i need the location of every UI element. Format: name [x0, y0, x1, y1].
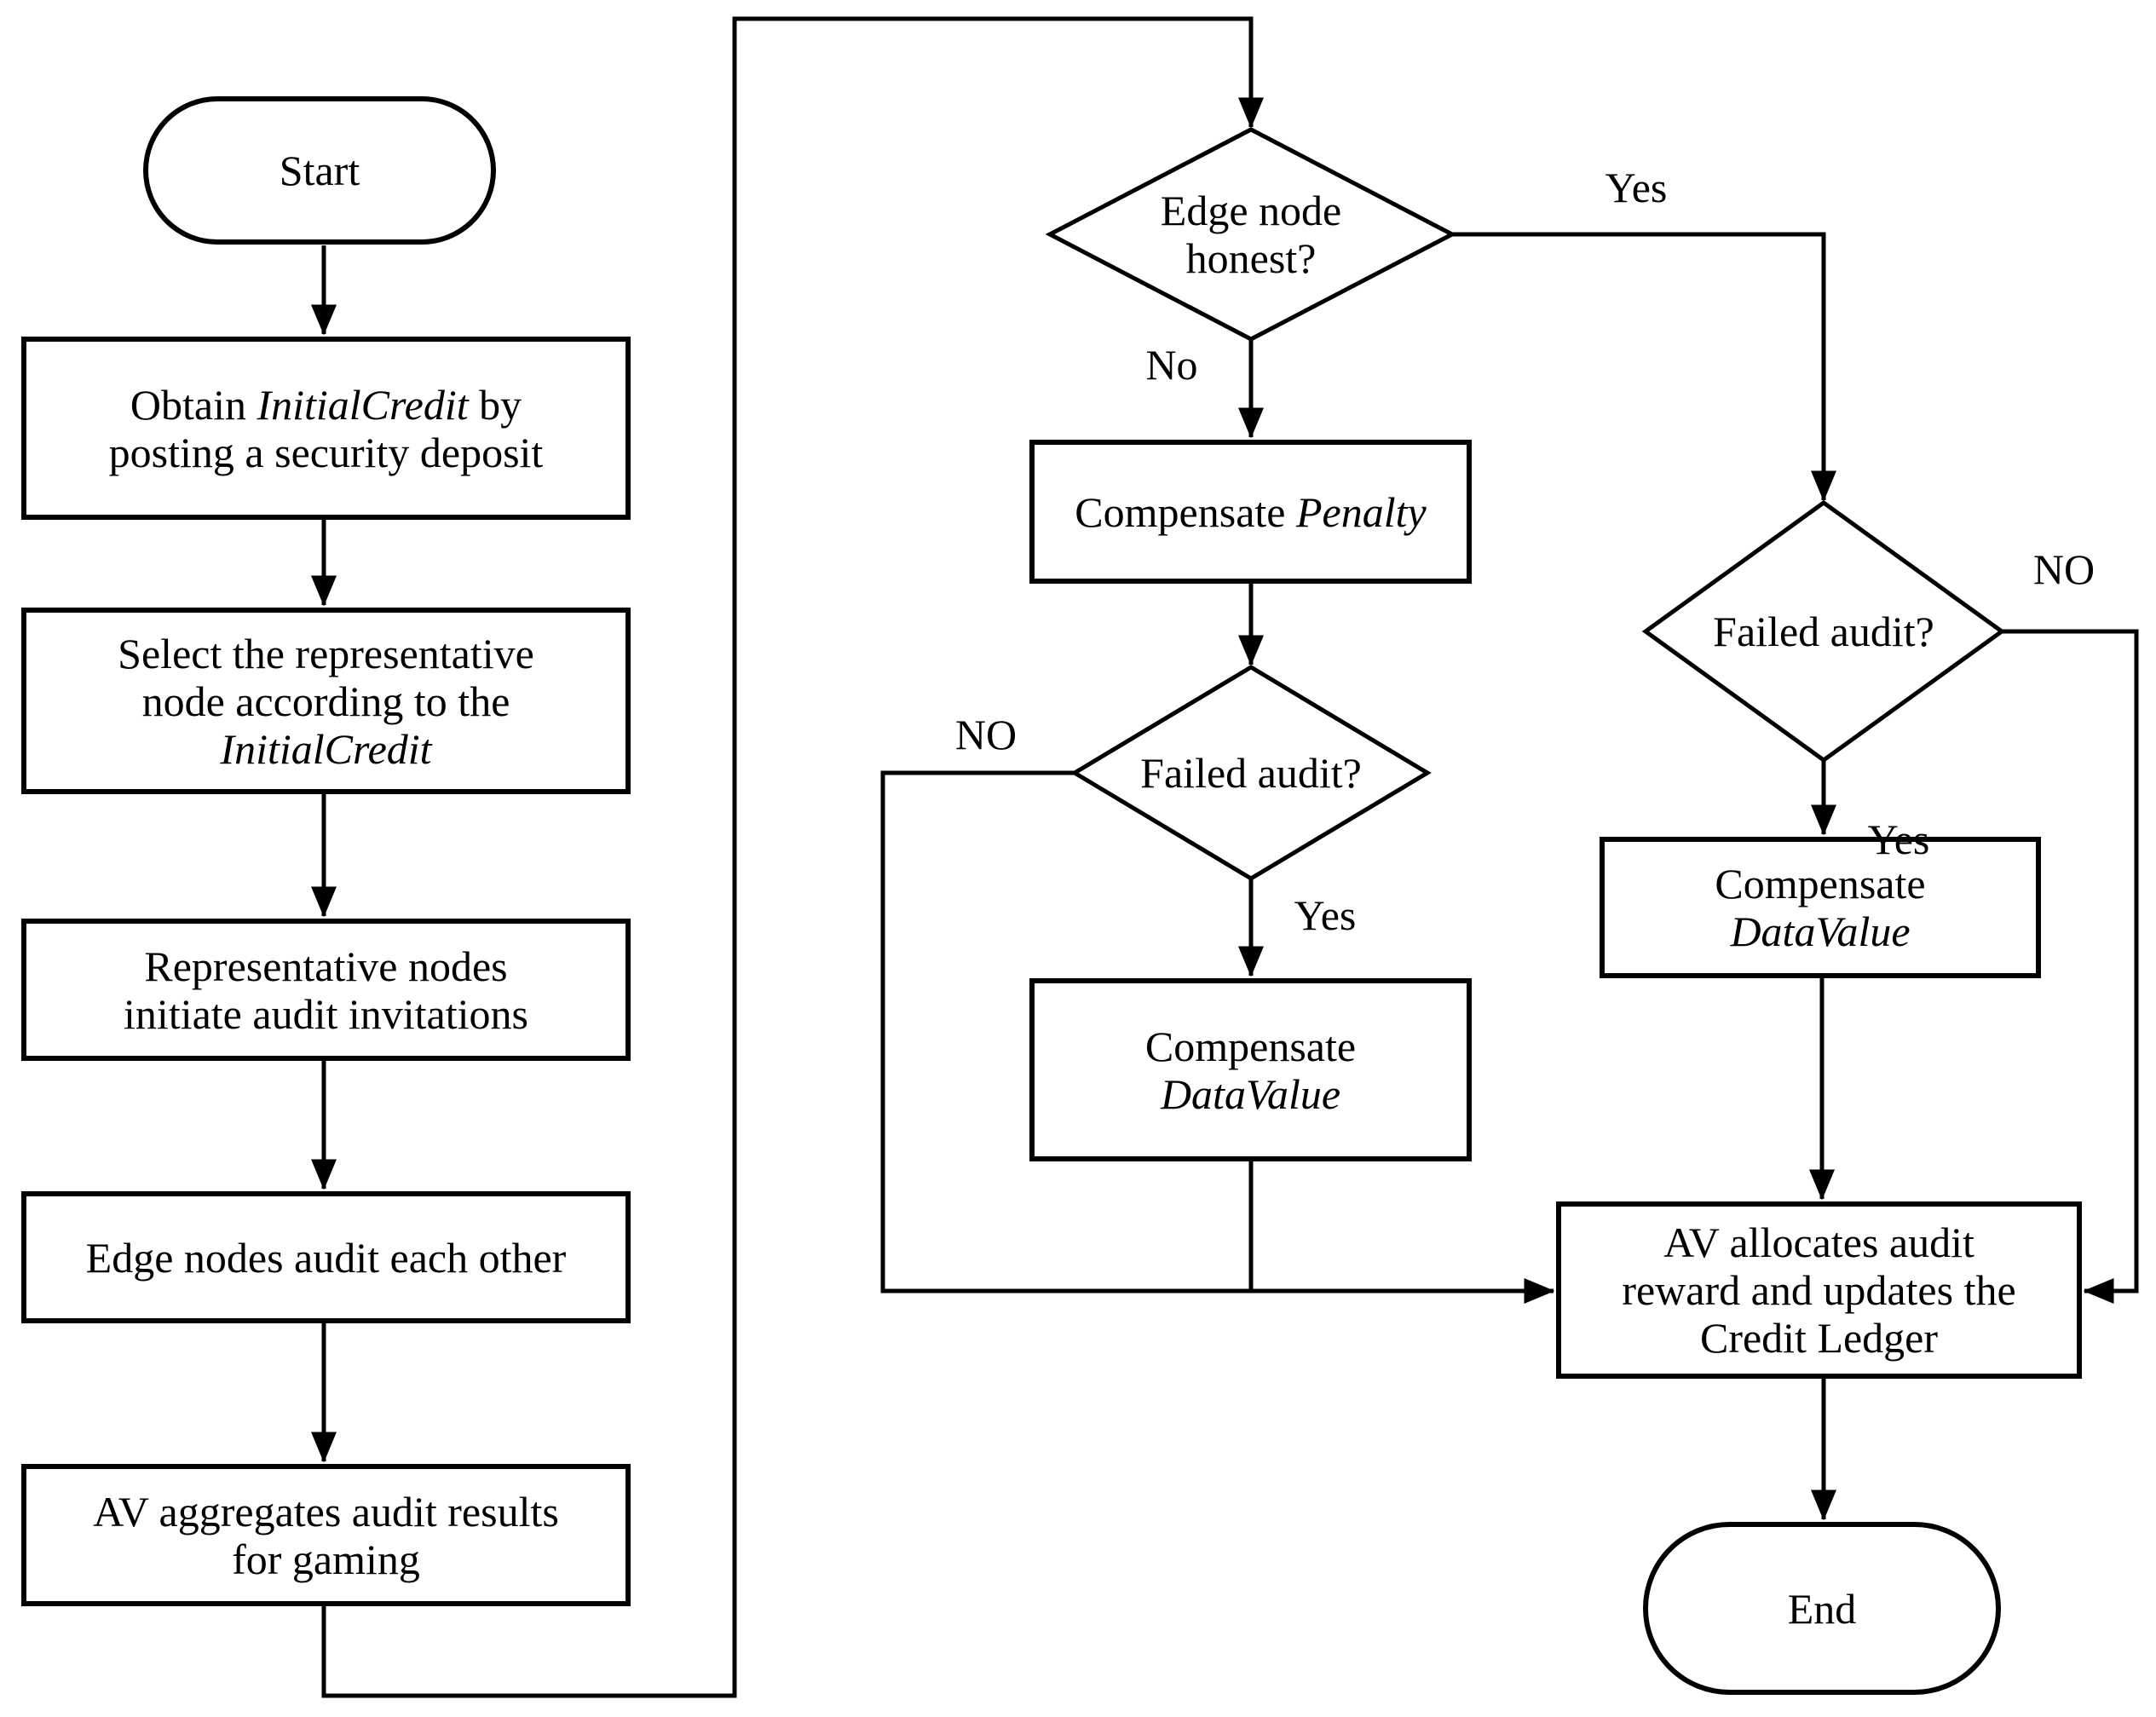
process-compensate-penalty: Compensate Penalty — [1029, 440, 1472, 584]
compensate-penalty-line1: Compensate Penalty — [1075, 487, 1427, 536]
start-label: Start — [279, 147, 360, 194]
terminator-start: Start — [143, 96, 496, 245]
obtain-credit-line1: Obtain InitialCredit by — [130, 380, 522, 429]
edge-node-honest-line1: Edge node — [1160, 187, 1342, 234]
audit-each-other-line1: Edge nodes audit each other — [85, 1233, 567, 1282]
decision-failed-audit-right: Failed audit? — [1646, 503, 2002, 760]
compensate-datavalue-mid-line1: Compensate — [1144, 1022, 1357, 1070]
process-av-aggregates-results: AV aggregates audit results for gaming — [21, 1464, 631, 1606]
connector-failed-mid-no-to-allocate — [880, 770, 1555, 1304]
select-node-line1: Select the representative — [118, 629, 534, 677]
allocate-reward-line3: Credit Ledger — [1699, 1314, 1939, 1362]
edge-label-honest-yes: Yes — [1605, 164, 1668, 211]
process-compensate-datavalue-right: Compensate DataValue — [1600, 837, 2041, 978]
failed-audit-mid-label: Failed audit? — [1140, 749, 1362, 797]
compensate-datavalue-mid-line2: DataValue — [1160, 1069, 1341, 1118]
obtain-credit-line2: posting a security deposit — [108, 428, 544, 476]
select-node-line3: InitialCredit — [220, 724, 432, 773]
process-initiate-audit-invitations: Representative nodes initiate audit invi… — [21, 919, 631, 1061]
edge-label-honest-no: No — [1145, 341, 1198, 389]
allocate-reward-line1: AV allocates audit — [1663, 1219, 1974, 1266]
edge-label-failed-mid-yes: Yes — [1294, 891, 1357, 939]
edge-node-honest-line2: honest? — [1185, 234, 1317, 282]
decision-failed-audit-mid-shape — [1070, 665, 1432, 881]
compensate-datavalue-right-line2: DataValue — [1730, 907, 1911, 955]
edge-label-failed-right-no: NO — [2032, 545, 2095, 593]
connector-honest-yes-to-failed-right — [1452, 232, 1836, 502]
decision-failed-audit-mid: Failed audit? — [1075, 667, 1427, 879]
connector-failed-right-no-to-allocate — [2002, 629, 2139, 1304]
edge-label-failed-right-yes: Yes — [1867, 815, 1930, 863]
decision-failed-audit-right-shape — [1641, 499, 2006, 763]
aggregate-results-line1: AV aggregates audit results — [93, 1487, 559, 1536]
end-label: End — [1787, 1584, 1857, 1633]
select-node-line2: node according to the — [141, 677, 510, 725]
allocate-reward-line2: reward and updates the — [1622, 1266, 2016, 1314]
decision-edge-node-honest: Edge node honest? — [1050, 130, 1452, 339]
process-edge-nodes-audit: Edge nodes audit each other — [21, 1191, 631, 1323]
process-select-representative-node: Select the representative node according… — [21, 608, 631, 794]
initiate-invitations-line1: Representative nodes — [144, 942, 508, 990]
process-compensate-datavalue-mid: Compensate DataValue — [1029, 978, 1472, 1161]
process-obtain-initial-credit: Obtain InitialCredit by posting a securi… — [21, 337, 631, 520]
decision-edge-node-honest-shape — [1045, 127, 1457, 342]
process-av-allocates-reward: AV allocates audit reward and updates th… — [1556, 1201, 2082, 1379]
terminator-end: End — [1643, 1522, 2001, 1695]
initiate-invitations-line2: initiate audit invitations — [124, 989, 528, 1038]
aggregate-results-line2: for gaming — [232, 1535, 420, 1583]
failed-audit-right-label: Failed audit? — [1713, 608, 1934, 655]
connector-aggregate-loop-to-honest — [321, 16, 1264, 1698]
edge-label-failed-mid-no: NO — [954, 711, 1017, 758]
compensate-datavalue-right-line1: Compensate — [1715, 860, 1926, 907]
